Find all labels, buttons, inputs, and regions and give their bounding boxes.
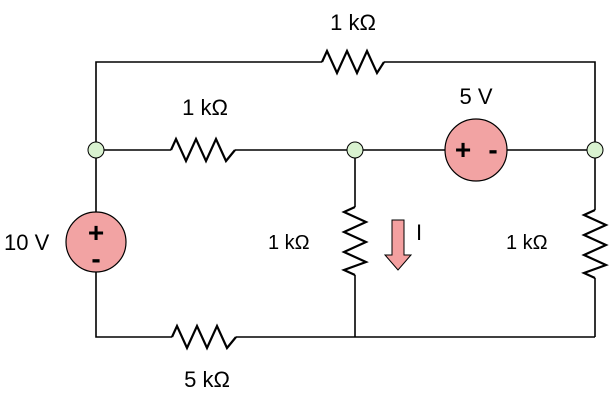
label-resistor-right: 1 kΩ [506,232,548,254]
voltage-source-left: + - [65,211,127,274]
current-arrow-shape [383,219,413,271]
label-resistor-bottom: 5 kΩ [184,367,230,392]
label-resistor-top: 1 kΩ [330,10,376,35]
node-left [87,141,105,159]
wire-top-right [384,61,596,150]
label-resistor-center: 1 kΩ [268,232,310,254]
nodes [87,141,604,159]
resistor-top [320,48,385,76]
voltage-source-left-minus: - [91,243,100,274]
label-resistor-mid: 1 kΩ [182,95,228,120]
wires [95,61,596,338]
voltage-source-mid-plus: + [455,134,471,165]
wire-left-lower [95,272,172,338]
voltage-source-mid-body [444,118,508,182]
label-current: I [416,220,422,245]
label-voltage-left: 10 V [4,230,50,255]
node-right [586,141,604,159]
voltage-source-left-plus: + [88,217,104,248]
node-center [346,141,364,159]
down-arrow-icon [383,219,413,271]
voltage-source-mid-minus: - [488,134,497,165]
resistor-mid [169,136,236,164]
resistor-right [581,208,609,280]
voltage-source-left-body [65,211,127,273]
resistor-bottom [170,323,237,351]
label-voltage-mid: 5 V [459,84,492,109]
wire-top-left [95,61,322,150]
resistor-center [341,205,369,277]
voltage-source-mid: + - [444,118,508,182]
